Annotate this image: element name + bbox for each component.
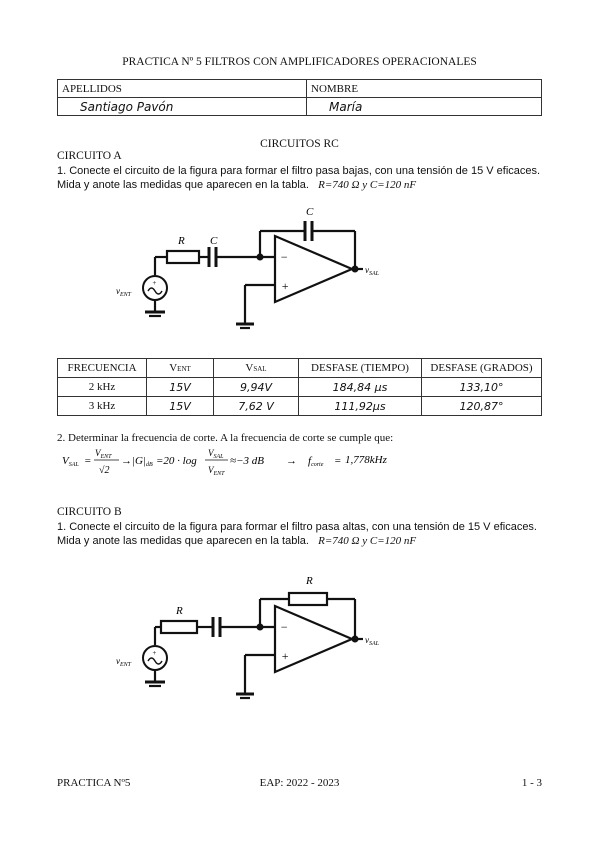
section-title: CIRCUITOS RC [260,138,339,150]
svg-text:→: → [286,455,297,467]
question-2-text: 2. Determinar la frecuencia de corte. A … [57,432,394,444]
circuit-a-params: R=740 Ω y C=120 nF [318,179,417,191]
svg-text:|G|dB: |G|dB [132,455,153,468]
label-vent: vENT [116,286,132,298]
nombre-value: María [306,97,542,116]
circuit-a-schematic: + R C C − + vENT vSAL [116,206,380,330]
cell-desfase-grados: 133,10° [421,377,542,397]
cutoff-formula: VSAL = VENT √2 → |G|dB =20 · log VSAL VE… [62,448,388,477]
header-vsal: VSAL [213,358,299,378]
document-title: PRACTICA Nº 5 FILTROS CON AMPLIFICADORES… [122,56,477,68]
circuit-a-instruction: 1. Conecte el circuito de la figura para… [57,164,547,192]
svg-text:=20 · log: =20 · log [156,455,197,467]
circuit-a-instruction-text: 1. Conecte el circuito de la figura para… [57,165,541,191]
circuit-b-instruction-text: 1. Conecte el circuito de la figura para… [57,521,537,547]
label-c-feedback: C [306,206,314,218]
svg-text:VENT: VENT [95,448,112,460]
cell-vsal: 9,94V [213,377,299,397]
cell-desfase-grados: 120,87° [421,396,542,416]
table-header-row: FRECUENCIA VENT VSAL DESFASE (TIEMPO) DE… [57,358,542,378]
cutoff-answer: 1,778kHz [345,454,388,466]
svg-text:=: = [84,455,91,467]
circuit-b-schematic: + R R − + vENT vSAL [116,575,380,700]
table-row: 3 kHz 15V 7,62 V 111,92μs 120,87° [57,396,542,416]
cell-desfase-tiempo: 184,84 μs [298,377,422,397]
nombre-label: NOMBRE [306,79,542,98]
svg-text:VSAL: VSAL [208,448,224,460]
student-info-table: APELLIDOS NOMBRE Santiago Pavón María [57,79,542,116]
cell-desfase-tiempo: 111,92μs [298,396,422,416]
circuit-a-label: CIRCUITO A [57,150,122,162]
minus-sign: − [280,250,288,264]
svg-text:VENT: VENT [208,465,225,477]
cell-vent: 15V [146,396,214,416]
resistor-r [159,619,199,635]
plus-sign: + [281,649,289,663]
resistor-r-feedback [287,591,329,607]
node-dot [351,635,359,643]
voltage-source-icon: + [142,275,168,301]
minus-sign: − [280,620,288,634]
header-desfase-tiempo: DESFASE (TIEMPO) [298,358,422,378]
svg-text:=: = [334,455,341,467]
label-r-feedback: R [305,575,313,587]
svg-text:fcorte: fcorte [308,455,324,468]
node-dot [351,265,359,273]
apellidos-label: APELLIDOS [57,79,307,98]
svg-text:+: + [152,649,157,657]
svg-text:√2: √2 [99,465,110,476]
label-r: R [175,605,183,617]
cell-vsal: 7,62 V [213,396,299,416]
measurement-table: FRECUENCIA VENT VSAL DESFASE (TIEMPO) DE… [57,358,542,416]
footer-practice: PRACTICA Nº5 [57,777,131,789]
opamp-triangle [273,234,355,304]
node-dot [256,623,264,631]
footer-page-number: 1 - 3 [521,777,542,789]
label-r: R [177,235,185,247]
node-dot [256,253,264,261]
header-frecuencia: FRECUENCIA [57,358,147,378]
voltage-source-icon: + [142,645,168,671]
svg-text:≈−3 dB: ≈−3 dB [230,455,264,467]
svg-text:→: → [121,455,132,467]
svg-text:+: + [152,279,157,287]
apellidos-value: Santiago Pavón [57,97,307,116]
opamp-triangle [273,604,355,674]
label-vent: vENT [116,656,132,668]
header-vent: VENT [146,358,214,378]
circuit-b-label: CIRCUITO B [57,506,122,518]
circuit-b-instruction: 1. Conecte el circuito de la figura para… [57,520,547,548]
svg-text:VSAL: VSAL [62,455,79,468]
header-desfase-grados: DESFASE (GRADOS) [421,358,542,378]
table-row: 2 kHz 15V 9,94V 184,84 μs 133,10° [57,377,542,397]
plus-sign: + [281,279,289,293]
cell-frecuencia: 3 kHz [57,396,147,416]
label-c-series: C [210,235,218,247]
label-vsal: vSAL [365,635,380,647]
cell-vent: 15V [146,377,214,397]
circuit-b-params: R=740 Ω y C=120 nF [318,535,417,547]
cell-frecuencia: 2 kHz [57,377,147,397]
footer-course: EAP: 2022 - 2023 [259,777,340,789]
label-vsal: vSAL [365,265,380,277]
resistor-r [165,249,201,265]
